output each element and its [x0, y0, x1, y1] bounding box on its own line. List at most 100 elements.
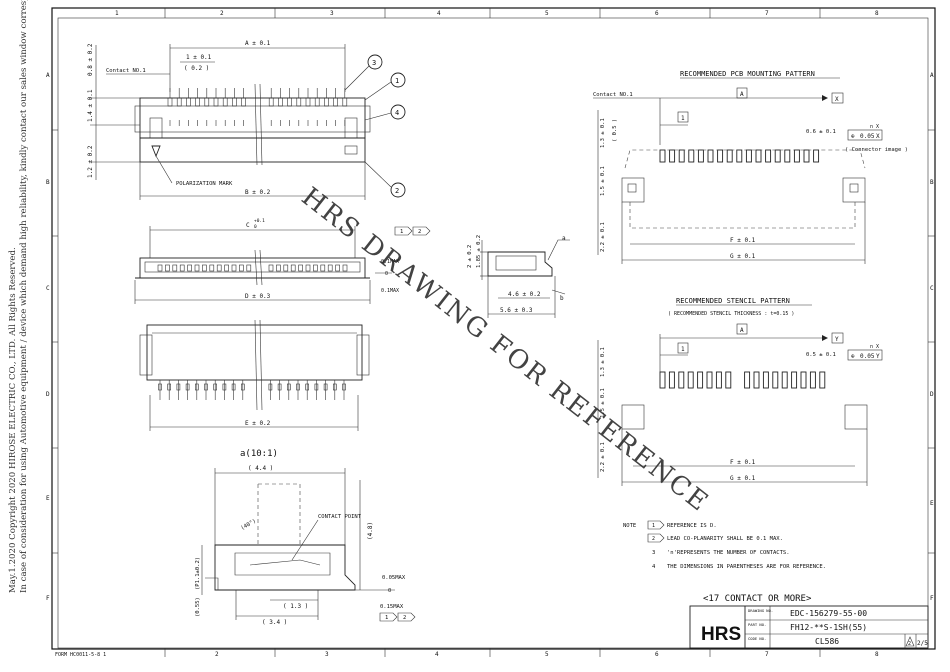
pcb-pad [755, 149, 762, 163]
contact-slot [276, 264, 281, 272]
pcb-dim-pad-w: 0.6 ± 0.1 [806, 129, 836, 135]
stencil-pad [715, 371, 722, 389]
contact-slot [194, 264, 200, 272]
code-no: CL586 [815, 637, 839, 646]
contact-slot [157, 264, 163, 272]
dim-pitch-ref: ( 0.2 ) [184, 65, 209, 72]
stencil-title: RECOMMENDED STENCIL PATTERN [676, 297, 790, 305]
pcb-pad [697, 149, 704, 163]
stencil-dim-f: F ± 0.1 [730, 459, 756, 466]
detail-dim-b2: ( 3.4 ) [262, 619, 287, 626]
connector-image-label: ( Connector image ) [845, 147, 908, 153]
bottom-view-body [146, 324, 363, 381]
contact-pad [324, 97, 329, 107]
callout-4-label: 4 [395, 109, 399, 117]
col-label: 2 [215, 651, 219, 658]
col-label: 8 [875, 10, 879, 17]
polarization-mark-label: POLARIZATION MARK [176, 181, 233, 187]
detail-dim-right: (4.8) [367, 522, 374, 540]
stencil-pad [725, 371, 732, 389]
top-view-mark-box [344, 145, 358, 155]
stencil-pad [659, 371, 666, 389]
top-view-latch-right [344, 117, 358, 139]
detail-zero: 0 [388, 588, 391, 594]
contact-slot [313, 264, 318, 272]
row-label: D [930, 391, 934, 398]
detail-dim-b1: ( 1.3 ) [283, 603, 308, 610]
detail-max-1: 0.05MAX [382, 575, 406, 581]
contact-foot [213, 383, 217, 391]
pcb-dim-v2: ( 0.5 ) [612, 119, 618, 142]
part-no: FH12-**S-1SH(55) [790, 623, 867, 632]
detail-view: a(10:1) ( 4.4 ) (40°) CONTACT POINT (4.8… [195, 449, 416, 626]
bottom-view-contacts [158, 380, 346, 400]
row-label: F [930, 595, 934, 602]
row-label: F [46, 595, 50, 602]
flag-2 [412, 226, 431, 236]
pcb-pads [659, 149, 820, 163]
flag-1 [394, 226, 413, 236]
callout-3-label: 3 [372, 59, 376, 67]
detail-dim-left: (P1.1±0.2) [195, 557, 201, 590]
row-label: A [46, 72, 50, 79]
hrs-logo: HRS [701, 624, 741, 645]
stencil-dim-pad-w: 0.5 ± 0.1 [806, 352, 836, 358]
note-text-4: THE DIMENSIONS IN PARENTHESES ARE FOR RE… [667, 564, 826, 570]
stencil-mount-left [621, 404, 645, 430]
front-view-slot [144, 261, 361, 273]
position-symbol-icon: ⊕ [851, 133, 855, 140]
stencil-tolerance-frame [847, 349, 883, 361]
stencil-dim-a: A [740, 327, 744, 334]
dim-pitch: 1 ± 0.1 [186, 54, 212, 61]
stencil-pad [706, 371, 713, 389]
side-dim-h2: 1.85 ± 0.2 [476, 235, 482, 268]
contact-pad [314, 97, 320, 107]
pcb-flag: 1 [681, 115, 685, 122]
row-markers: A B C D E F A B C D E F [46, 72, 934, 602]
stencil-pad [772, 371, 779, 389]
front-max-1: 0.1MAX [381, 259, 399, 265]
stencil-pad [809, 371, 816, 389]
contact-slot [327, 264, 333, 272]
contact-foot [167, 383, 171, 391]
pcb-dim-a: A [740, 91, 744, 98]
pcb-tolerance-frame [847, 129, 883, 141]
stencil-pad [697, 371, 704, 389]
stencil-datum-y: Y [835, 336, 839, 343]
pcb-pad [678, 149, 685, 163]
pcb-dim-a-box [736, 87, 748, 99]
stencil-subtitle: ( RECOMMENDED STENCIL THICKNESS : t=0.15… [668, 311, 794, 317]
note-marker-1: 1 [652, 523, 655, 529]
note-marker-2: 2 [652, 536, 655, 542]
pcb-pad [774, 149, 781, 163]
flag-2-label: 2 [418, 229, 421, 235]
pcb-pad [813, 149, 820, 163]
inner-frame [57, 17, 929, 649]
callout-2-label: 2 [395, 187, 399, 195]
contact-slot [290, 264, 296, 272]
note-marker-4: 4 [652, 564, 656, 570]
title-block-frame [689, 605, 929, 649]
contact-foot [222, 383, 227, 391]
note-text-3: 'n'REPRESENTS THE NUMBER OF CONTACTS. [667, 550, 790, 556]
dim-d: D ± 0.3 [245, 293, 271, 300]
front-view: C +0.1 0 D ± 0.3 0.1MAX 0 0.1MAX 1 2 [134, 218, 431, 304]
pcb-pad [803, 149, 810, 163]
contact-pad [186, 97, 191, 107]
side-view: 2 ± 0.2 1.85 ± 0.2 4.6 ± 0.2 5.6 ± 0.3 a… [467, 235, 570, 318]
side-dim-w1: 4.6 ± 0.2 [508, 291, 541, 298]
watermark: HRS DRAWING FOR REFERENCE [296, 182, 715, 519]
contact-pad [241, 97, 246, 107]
stencil-dim-a-box [736, 323, 748, 335]
row-label: B [930, 179, 934, 186]
connector-outline [624, 149, 866, 169]
side-dim-h1: 2 ± 0.2 [467, 245, 473, 268]
row-label: A [930, 72, 934, 79]
break-line [259, 83, 263, 166]
stencil-datum-box [831, 332, 844, 344]
callout-1-label: 1 [395, 77, 399, 85]
dim-c: C [246, 222, 250, 229]
detail-flag-2-label: 2 [403, 615, 406, 621]
dim-left-top: 0.8 ± 0.2 [87, 43, 94, 76]
pcb-dim-v3: 1.5 ± 0.1 [600, 166, 606, 196]
